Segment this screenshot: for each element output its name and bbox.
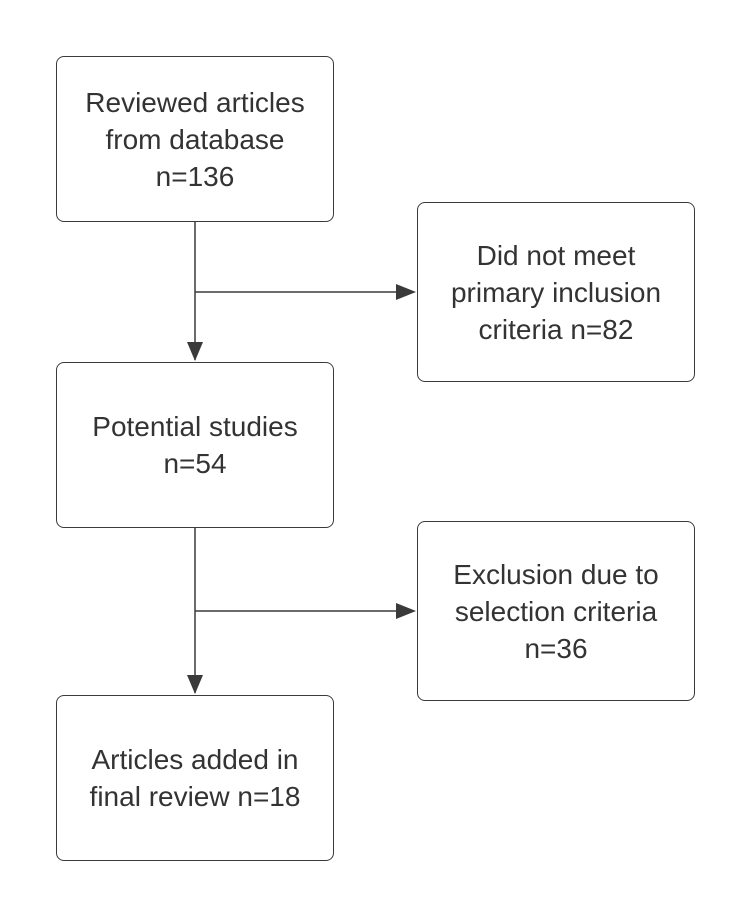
node-did-not-meet-criteria: Did not meet primary inclusion criteria …: [417, 202, 695, 382]
node-reviewed-articles: Reviewed articles from database n=136: [56, 56, 334, 222]
node-reviewed-articles-label: Reviewed articles from database n=136: [85, 86, 305, 192]
node-did-not-meet-criteria-label: Did not meet primary inclusion criteria …: [450, 239, 662, 345]
arrowhead-final: [187, 675, 203, 694]
arrowhead-not-meet: [396, 284, 416, 300]
node-potential-studies: Potential studies n=54: [56, 362, 334, 528]
arrowhead-exclusion: [396, 603, 416, 619]
node-potential-studies-label: Potential studies n=54: [92, 411, 298, 479]
node-exclusion-selection-criteria-label: Exclusion due to selection criteria n=36: [453, 558, 659, 664]
node-articles-final-review-label: Articles added in final review n=18: [89, 744, 301, 812]
node-exclusion-selection-criteria: Exclusion due to selection criteria n=36: [417, 521, 695, 701]
node-articles-final-review: Articles added in final review n=18: [56, 695, 334, 861]
arrowhead-potential: [187, 342, 203, 361]
